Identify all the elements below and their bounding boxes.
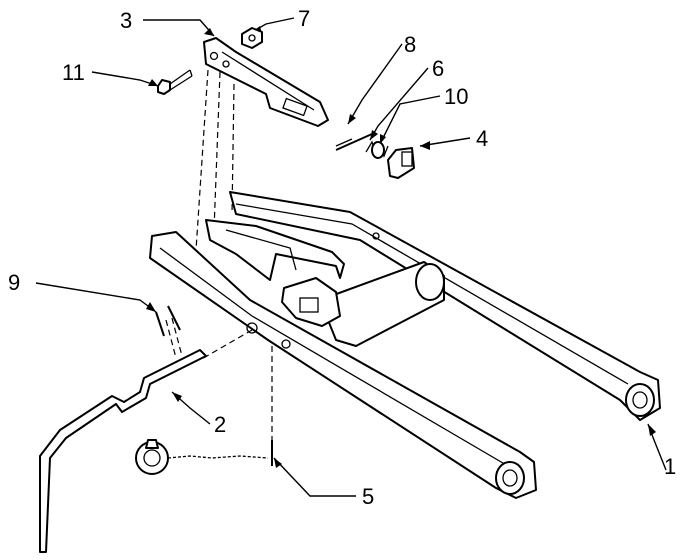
pin-spring-parts-6-8-10 [335,133,389,159]
callout-2: 2 [214,412,226,437]
handle-rod-part-2 [39,349,207,553]
callout-4: 4 [476,126,488,151]
leader-8 [347,43,403,125]
lynch-pin-part-5 [135,439,273,475]
leader-9 [35,282,157,313]
callout-11: 11 [62,60,85,85]
callout-7: 7 [298,6,310,31]
bolt-part-11 [157,69,193,95]
cotter-pins-part-9 [155,305,181,337]
leader-6 [369,67,429,141]
clip-part-4 [387,147,415,179]
leader-lines [35,17,667,497]
assembly-lines [165,69,273,450]
leader-3 [143,19,215,37]
nut-part-7 [241,27,263,49]
callout-1: 1 [664,454,676,479]
leader-11 [91,71,159,87]
callout-5: 5 [362,484,374,509]
callout-6: 6 [432,56,444,81]
callout-9: 9 [8,270,20,295]
latch-arm-part-3 [203,37,329,127]
callout-10: 10 [444,84,468,109]
main-frame-part-1 [149,191,661,499]
callout-8: 8 [404,32,416,57]
callout-labels: 3 7 11 8 6 10 4 9 2 1 5 [8,6,676,509]
leader-10 [379,95,441,145]
callout-3: 3 [120,8,132,33]
leader-5 [273,457,356,497]
